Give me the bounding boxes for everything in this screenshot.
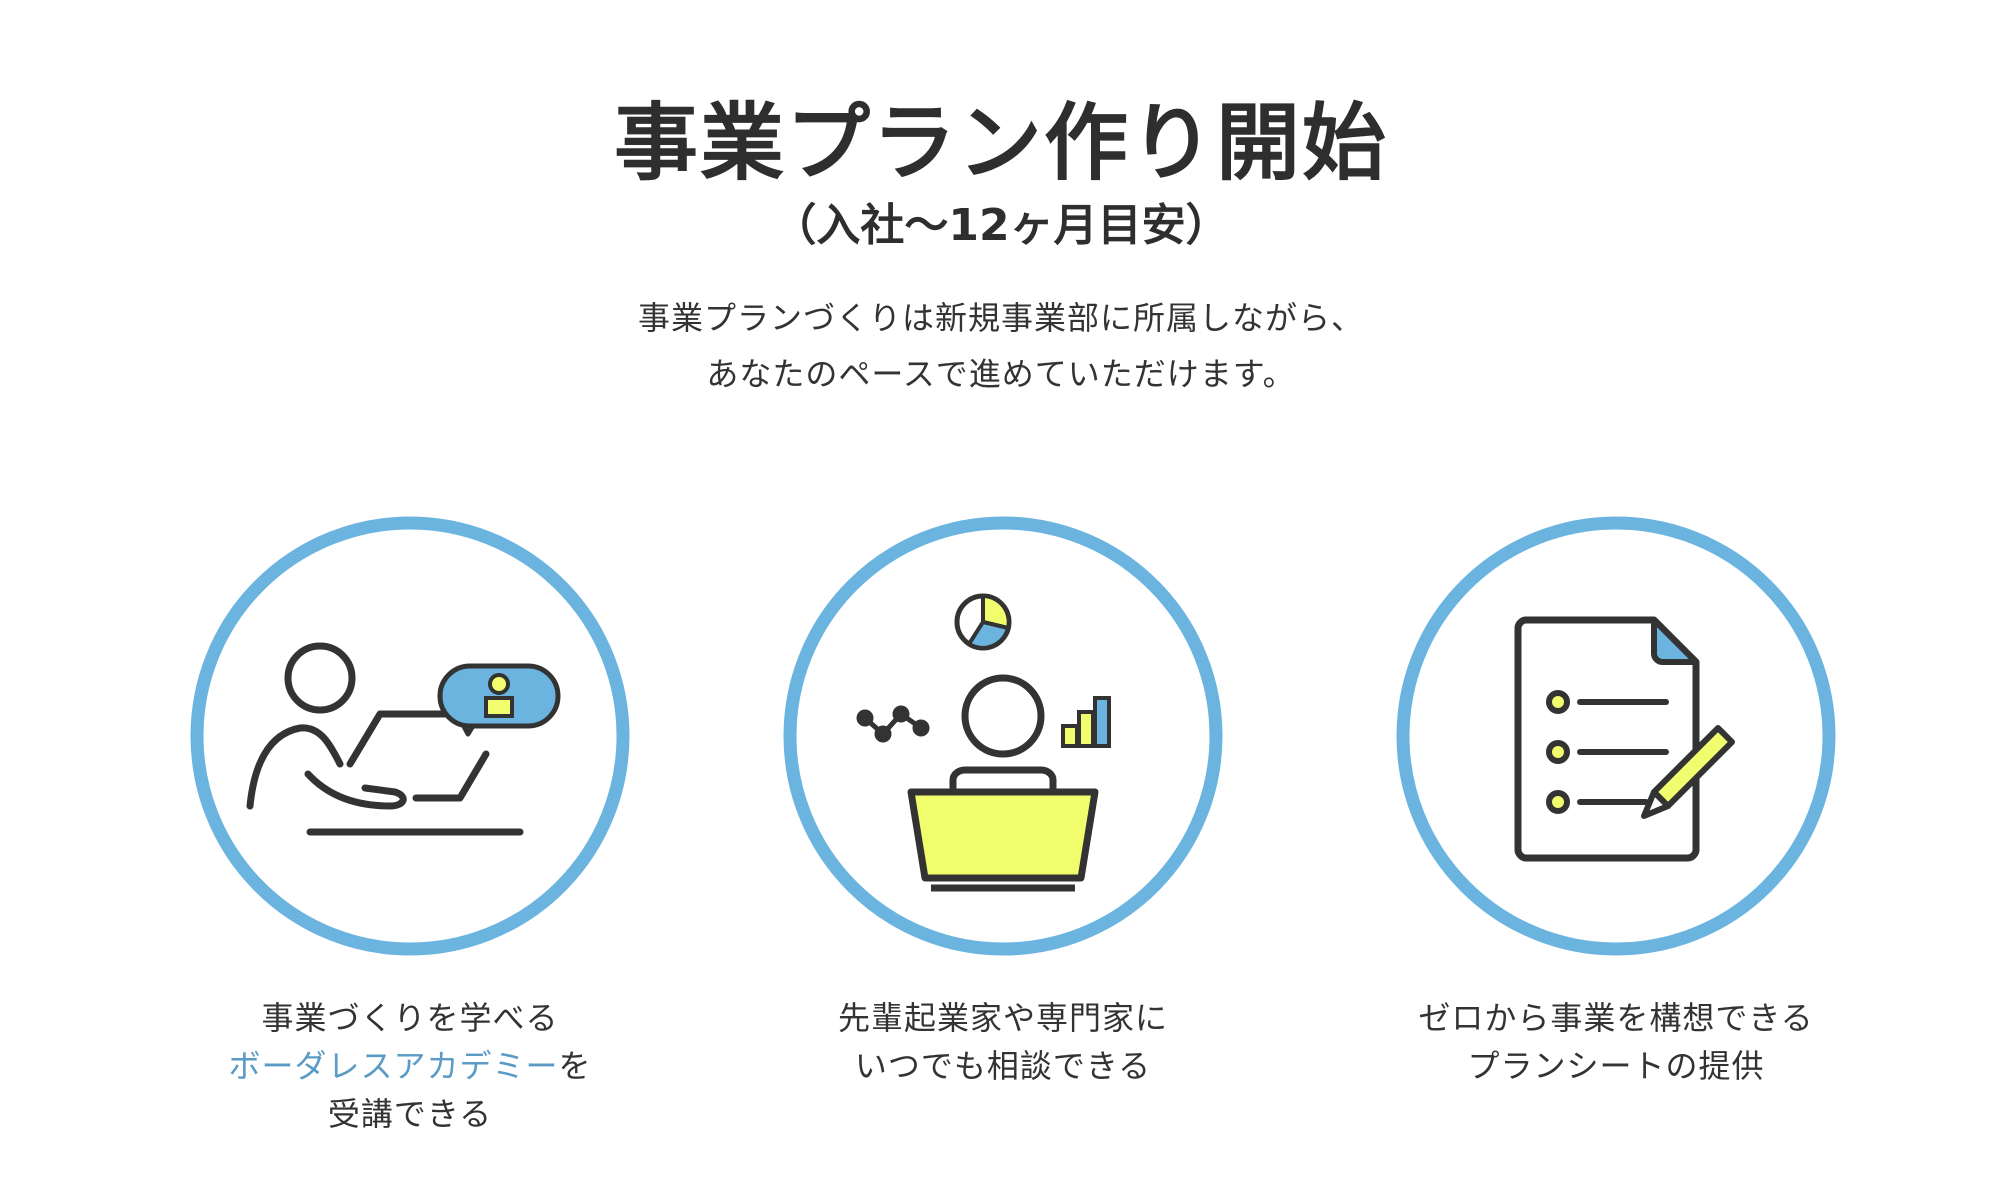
caption-line: ゼロから事業を構想できる: [1418, 999, 1814, 1037]
caption-line: 受講できる: [327, 1095, 493, 1133]
academy-link[interactable]: ボーダレスアカデミー: [228, 1047, 559, 1085]
feature-caption-academy: 事業づくりを学べる ボーダレスアカデミーを 受講できる: [150, 994, 670, 1138]
pencil-icon: [1641, 725, 1735, 819]
caption-line: 事業づくりを学べる: [261, 999, 559, 1037]
line-graph-icon: [856, 705, 930, 743]
pie-chart-icon: [954, 593, 1012, 651]
caption-line: いつでも相談できる: [854, 1047, 1152, 1085]
caption-line: ボーダレスアカデミーを: [150, 1042, 670, 1090]
lead-text: 事業プランづくりは新規事業部に所属しながら、 あなたのペースで進めていただけます…: [0, 290, 2002, 402]
online-learning-icon: [190, 516, 630, 956]
feature-caption-consultation: 先輩起業家や専門家に いつでも相談できる: [743, 994, 1263, 1090]
caption-text: を: [558, 1047, 592, 1085]
caption-line: 先輩起業家や専門家に: [837, 999, 1168, 1037]
page-subtitle: （入社〜12ヶ月目安）: [772, 200, 1230, 251]
bar-chart-icon: [1061, 696, 1111, 748]
plan-sheet-icon: [1396, 516, 1836, 956]
caption-line: プランシートの提供: [1467, 1047, 1765, 1085]
lead-line-1: 事業プランづくりは新規事業部に所属しながら、: [637, 299, 1364, 337]
page-title: 事業プラン作り開始: [613, 94, 1388, 192]
expert-consultation-icon: [783, 516, 1223, 956]
feature-caption-plan-sheet: ゼロから事業を構想できる プランシートの提供: [1356, 994, 1876, 1090]
lead-line-2: あなたのペースで進めていただけます。: [706, 355, 1296, 393]
